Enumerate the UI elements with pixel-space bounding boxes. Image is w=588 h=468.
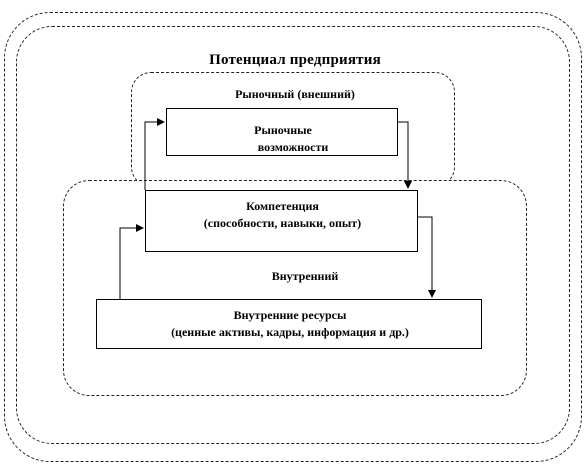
market-opportunities-box: Рыночные возможности bbox=[166, 108, 398, 156]
resources-box-line2: (ценные активы, кадры, информация и др.) bbox=[171, 325, 409, 339]
outer-frame bbox=[4, 12, 582, 462]
competence-box: Компетенция (способности, навыки, опыт) bbox=[145, 190, 418, 252]
competence-box-line2: (способности, навыки, опыт) bbox=[203, 216, 362, 230]
internal-zone-label: Внутренний bbox=[271, 269, 339, 283]
internal-resources-box: Внутренние ресурсы (ценные активы, кадры… bbox=[96, 299, 482, 349]
market-box-line1: Рыночные bbox=[254, 123, 312, 137]
competence-box-line1: Компетенция bbox=[246, 199, 319, 213]
market-zone-label: Рыночный (внешний) bbox=[235, 87, 355, 101]
market-box-line2: возможности bbox=[257, 140, 329, 154]
resources-box-line1: Внутренние ресурсы bbox=[233, 308, 347, 322]
diagram-title: Потенциал предприятия bbox=[209, 52, 381, 68]
inner-frame bbox=[16, 26, 570, 444]
